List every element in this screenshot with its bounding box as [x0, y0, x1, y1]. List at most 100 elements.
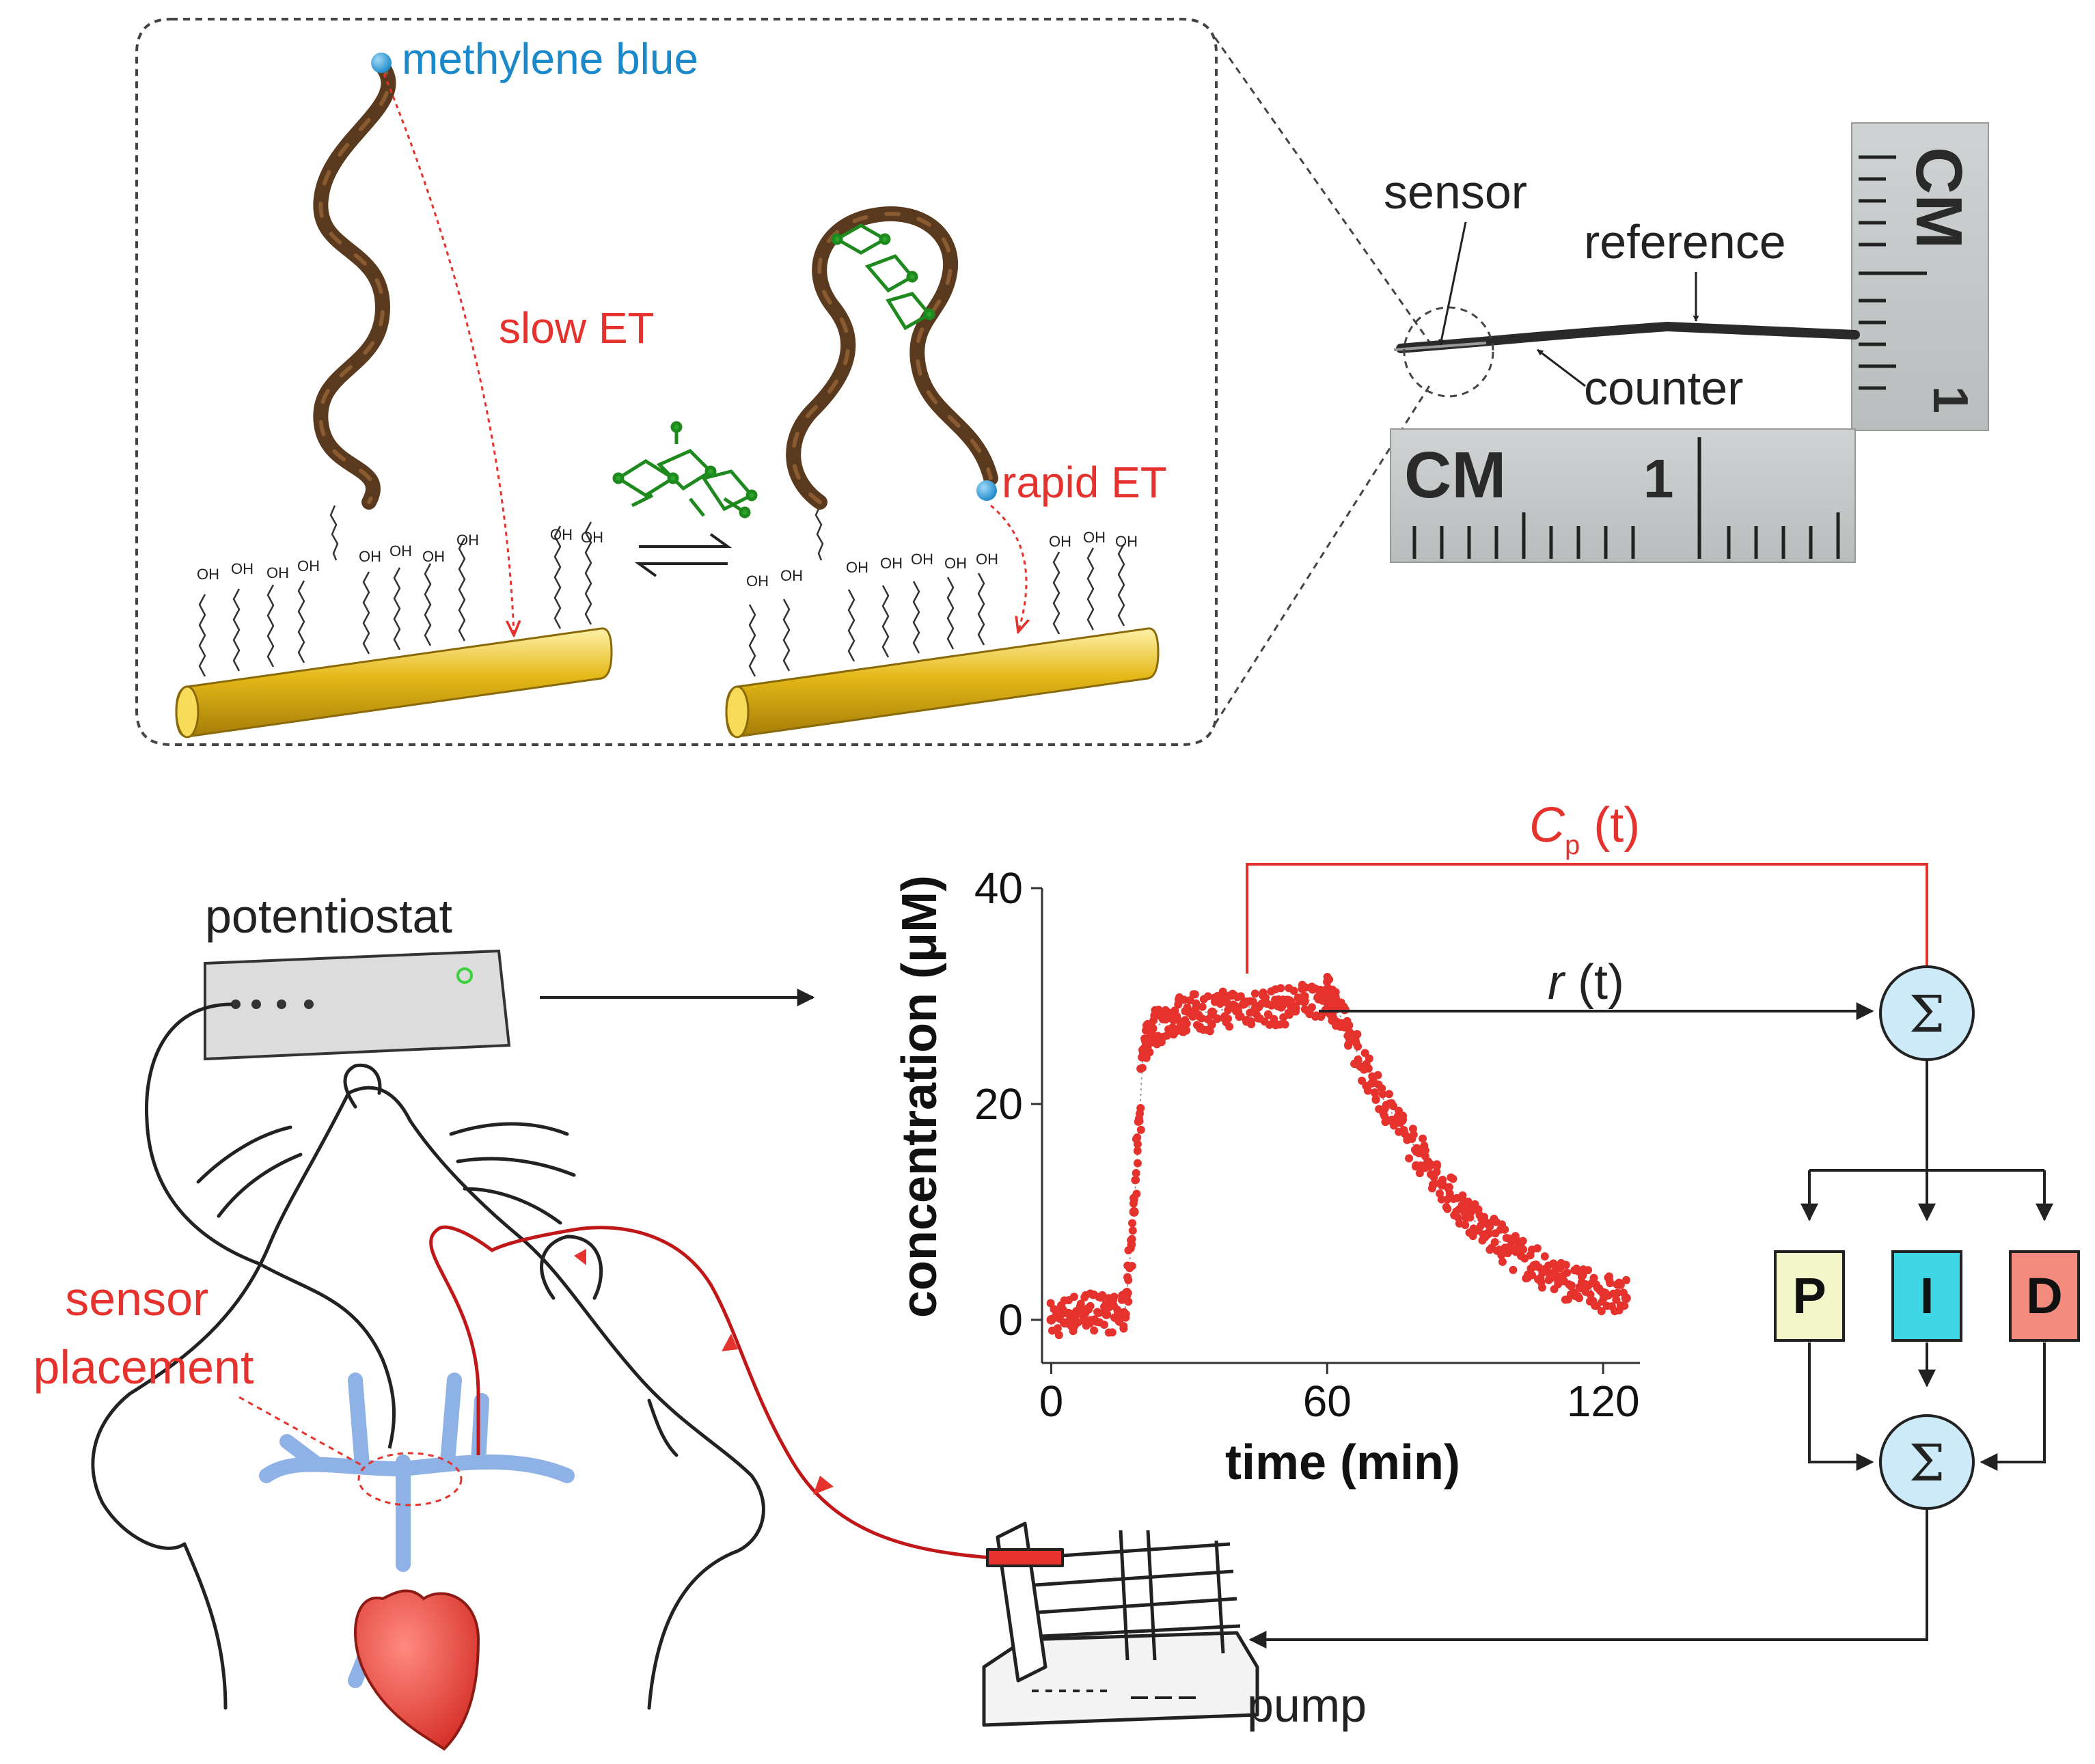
- counter-pointer: [1537, 348, 1586, 387]
- chart-point: [1138, 1064, 1147, 1073]
- chart-point: [1127, 1240, 1136, 1249]
- chart-point: [1224, 1015, 1233, 1023]
- svg-text:OH: OH: [976, 551, 998, 568]
- chart-point: [1179, 995, 1188, 1004]
- monolayer-right: [748, 543, 1125, 677]
- chart-point: [1132, 1189, 1141, 1198]
- chart-point: [1127, 1262, 1136, 1271]
- chart-point: [1533, 1244, 1542, 1253]
- chart-point: [1325, 975, 1334, 984]
- sensor-label: sensor: [1384, 165, 1527, 219]
- chart-x-tick-label: 60: [1303, 1377, 1352, 1426]
- chart-point: [1371, 1089, 1380, 1098]
- rat-outline: [91, 1063, 765, 1710]
- pid-branches: [1248, 1060, 2053, 1649]
- chart-point: [1432, 1162, 1441, 1171]
- chart-point: [1345, 1021, 1354, 1030]
- sensor-placement-ring: [357, 1452, 463, 1506]
- pump-label: pump: [1247, 1679, 1367, 1732]
- chart-point: [1466, 1213, 1475, 1222]
- chart-point: [1110, 1293, 1119, 1301]
- chart-point: [1133, 1159, 1142, 1168]
- i-block: [1891, 1250, 1962, 1342]
- chart-point: [1519, 1245, 1528, 1254]
- chart-point: [1276, 984, 1285, 993]
- chart-point: [1353, 1030, 1362, 1038]
- chart-point: [1133, 1146, 1142, 1155]
- svg-text:OH: OH: [780, 567, 803, 584]
- methylene-blue-label: methylene blue: [402, 34, 698, 83]
- chart-point: [1207, 1007, 1218, 1017]
- chart-point: [1192, 999, 1201, 1008]
- chart-point: [1458, 1191, 1467, 1200]
- svg-text:OH: OH: [550, 526, 573, 543]
- counter-label: counter: [1584, 361, 1743, 415]
- svg-text:OH: OH: [846, 559, 868, 576]
- flow-arrow-3: [574, 1249, 586, 1265]
- chart-point: [1129, 1207, 1139, 1217]
- chart-point: [1364, 1064, 1373, 1073]
- chart-point: [1373, 1071, 1382, 1079]
- summation-node-bottom: [1879, 1414, 1975, 1510]
- slow-et-arrow: [383, 73, 514, 635]
- flow-arrow-2: [722, 1334, 738, 1351]
- chart-point: [1365, 1054, 1373, 1063]
- pid-control-loop: Cp (t) r (t) Σ P I D Σ: [1246, 798, 2080, 1649]
- chart-point: [1053, 1324, 1062, 1333]
- sensor-zoom-circle: [1403, 306, 1494, 398]
- chart-point: [1518, 1237, 1527, 1245]
- cp-signal-line: [1246, 863, 1936, 984]
- chart-point: [1289, 987, 1298, 995]
- chart-point: [1578, 1271, 1587, 1280]
- aptamer-inset: OH OH OH OH OH OH OH OH OH OH OH OH: [135, 18, 1218, 746]
- reference-label: reference: [1584, 215, 1786, 268]
- chart-point: [1464, 1197, 1473, 1206]
- rapid-et-label: rapid ET: [1002, 458, 1167, 507]
- heart: [354, 1589, 480, 1751]
- chart-x-tick-label: 0: [1039, 1377, 1064, 1426]
- chart-point: [1354, 1042, 1363, 1051]
- svg-text:OH: OH: [422, 548, 445, 565]
- chart-point: [1528, 1271, 1537, 1280]
- svg-text:OH: OH: [581, 529, 603, 546]
- chart-point: [1119, 1324, 1128, 1333]
- chart-point: [1330, 995, 1339, 1004]
- chart-point: [1384, 1090, 1393, 1099]
- chart-point: [1101, 1309, 1112, 1319]
- chart-point: [1281, 1020, 1289, 1029]
- svg-text:OH: OH: [911, 551, 933, 568]
- target-molecule-bound: [831, 223, 935, 331]
- chart-point: [1331, 988, 1340, 997]
- d-block: [2009, 1250, 2080, 1342]
- methylene-blue-dot-right: [976, 480, 997, 501]
- probe-wire: [1396, 321, 1860, 353]
- chart-point: [1360, 1049, 1369, 1058]
- chart-point: [1586, 1290, 1595, 1299]
- i-block-label: I: [1920, 1267, 1934, 1324]
- chart-point: [1098, 1291, 1107, 1299]
- chart-point: [1612, 1295, 1621, 1304]
- chart-point: [1086, 1301, 1095, 1310]
- chart-point: [1300, 992, 1309, 1001]
- ruler-vertical: CM 1: [1851, 122, 1989, 431]
- chart-y-tick-label: 20: [974, 1079, 1023, 1129]
- chart-point: [1257, 1000, 1266, 1008]
- chart-point: [1121, 1310, 1130, 1319]
- chart-point: [1203, 992, 1212, 1001]
- aptamer-bound: [786, 206, 998, 561]
- infusion-line: [429, 1225, 991, 1560]
- chart-point: [1136, 1125, 1145, 1134]
- chart-point: [1197, 1014, 1206, 1023]
- chart-point: [1498, 1257, 1507, 1266]
- chart-point: [1378, 1090, 1387, 1099]
- cp-label: Cp (t): [1529, 798, 1640, 860]
- chart-points: [1046, 972, 1631, 1340]
- chart-point: [1124, 1297, 1133, 1306]
- chart-point: [1149, 1016, 1158, 1025]
- chart-point: [1606, 1279, 1615, 1288]
- sensor-placement-pointer: [238, 1396, 363, 1467]
- chart-point: [1302, 983, 1311, 992]
- r-label: r (t): [1548, 955, 1624, 1010]
- svg-text:OH: OH: [1049, 533, 1071, 550]
- chart-point: [1128, 1219, 1137, 1228]
